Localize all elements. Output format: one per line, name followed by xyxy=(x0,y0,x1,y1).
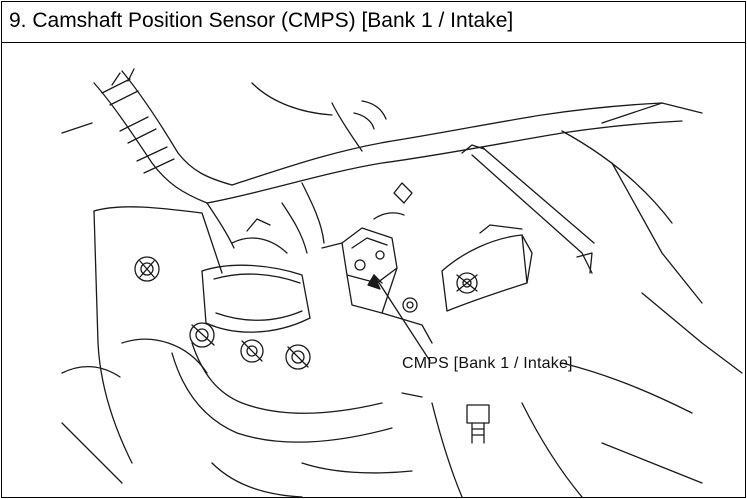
throttle-collar xyxy=(201,218,311,333)
upper-hose xyxy=(93,68,233,204)
page-title: 9. Camshaft Position Sensor (CMPS) [Bank… xyxy=(9,9,514,32)
cmps-callout-label: CMPS [Bank 1 / Intake] xyxy=(402,355,573,372)
right-bracket xyxy=(441,224,533,312)
engine-illustration: CMPS [Bank 1 / Intake] xyxy=(2,43,745,497)
left-housing xyxy=(61,206,223,464)
background-detail xyxy=(61,82,703,484)
right-panel xyxy=(461,102,743,414)
lower-elbow-pipe xyxy=(171,322,393,497)
engine-line-drawing xyxy=(61,68,743,497)
title-bar: 9. Camshaft Position Sensor (CMPS) [Bank… xyxy=(2,2,745,43)
callout-leader xyxy=(367,274,431,362)
intake-pipe xyxy=(206,100,683,249)
lower-right-bolt xyxy=(401,392,583,497)
sensor-bracket xyxy=(321,182,433,344)
